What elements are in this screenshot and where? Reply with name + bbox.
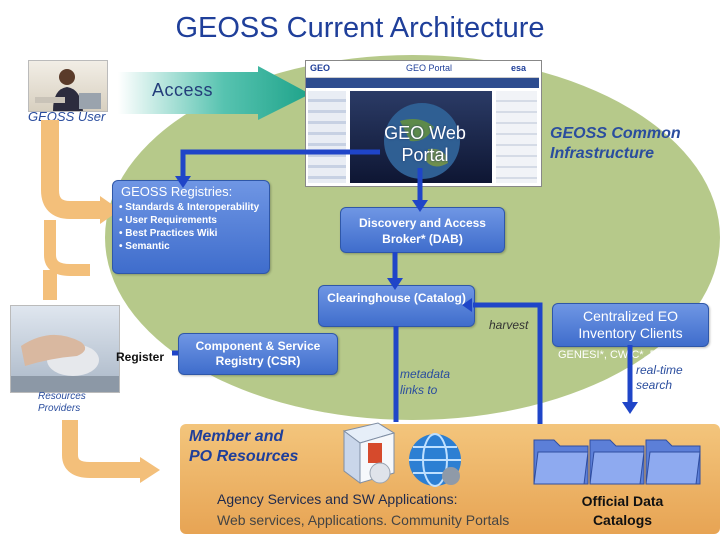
dab-box: Discovery and Access Broker* (DAB)	[340, 207, 505, 253]
portal-right-panel	[496, 91, 537, 183]
user-photo	[28, 60, 108, 112]
agency-services-title: Agency Services and SW Applications:	[217, 491, 458, 507]
globe-icon	[384, 103, 460, 179]
csr-box: Component & Service Registry (CSR)	[178, 333, 338, 375]
eo-clients-title: Centralized EO Inventory Clients	[578, 308, 683, 341]
eo-clients-box: Centralized EO Inventory Clients	[552, 303, 709, 347]
registries-box: GEOSS Registries: • Standards & Interope…	[112, 180, 270, 274]
person-at-computer-icon	[35, 69, 101, 111]
infrastructure-label: GEOSS Common Infrastructure	[550, 125, 681, 162]
catalog-folders	[533, 439, 701, 485]
portal-globe-view	[350, 91, 492, 183]
clearinghouse-label: Clearinghouse (Catalog)	[327, 291, 466, 305]
portal-window-title: GEO Portal	[406, 63, 453, 73]
geo-web-portal-label: GEO Web Portal	[384, 123, 466, 165]
access-arrow	[118, 66, 310, 120]
folder-icon	[589, 439, 645, 485]
folder-icon	[645, 439, 701, 485]
official-catalogs-label: Official Data Catalogs	[581, 493, 664, 528]
software-box-icon	[338, 421, 400, 487]
portal-sidebar	[308, 91, 346, 183]
esa-logo: esa	[511, 63, 527, 73]
web-services-globe-icon	[405, 430, 465, 490]
portal-logo: GEO	[310, 63, 331, 73]
csr-label: Component & Service Registry (CSR)	[195, 339, 321, 368]
registries-list: • Standards & Interoperability • User Re…	[119, 201, 259, 253]
harvest-label: harvest	[489, 318, 529, 332]
registry-item: • Best Practices Wiki	[119, 228, 218, 239]
registries-title: GEOSS Registries:	[121, 184, 233, 199]
page-title: GEOSS Current Architecture	[175, 12, 545, 44]
registry-item: • User Requirements	[119, 215, 217, 226]
portal-menu-bar	[306, 78, 539, 88]
geo-portal-screenshot: GEO GEO Portal esa	[305, 60, 542, 187]
providers-label: Resources Providers	[38, 391, 86, 414]
metadata-links-label: metadata links to	[400, 367, 451, 397]
register-label: Register	[116, 350, 165, 364]
left-flow-arrows	[41, 120, 160, 483]
hand-on-mouse-icon	[11, 334, 119, 392]
realtime-search-label: real-time search	[636, 363, 683, 392]
portal-header: GEO GEO Portal esa	[306, 61, 539, 78]
provider-photo	[10, 305, 120, 393]
eo-clients-examples: GENESI*, CWIC*, Fed.EO*	[558, 349, 692, 361]
dab-label: Discovery and Access Broker* (DAB)	[359, 216, 486, 246]
registry-item: • Semantic	[119, 241, 170, 252]
portal-to-registries-arrow	[180, 149, 380, 182]
harvest-connector	[473, 302, 543, 424]
folder-icon	[533, 439, 589, 485]
agency-services-detail: Web services, Applications. Community Po…	[217, 512, 510, 528]
access-label: Access	[152, 80, 214, 100]
clearinghouse-box: Clearinghouse (Catalog)	[318, 285, 475, 327]
registry-item: • Standards & Interoperability	[119, 202, 260, 213]
resources-title: Member and PO Resources	[189, 428, 299, 465]
